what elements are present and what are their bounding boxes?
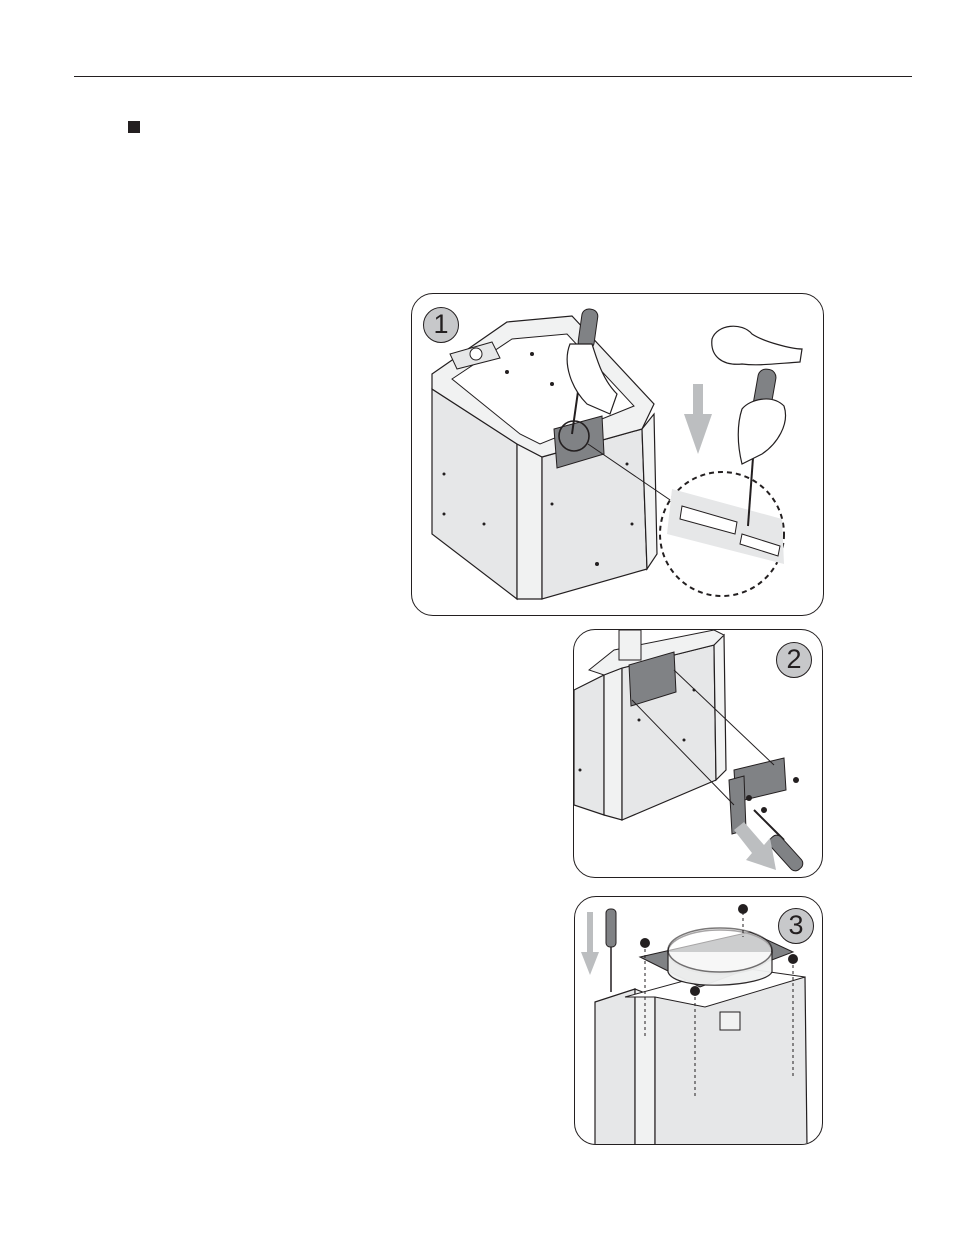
section-bullet	[128, 121, 140, 133]
hood-pry-drawing	[412, 294, 824, 616]
header-rule	[74, 76, 912, 77]
step-1-illustration: 1	[411, 293, 824, 616]
step-2-illustration: 2	[573, 629, 823, 878]
step-1-badge: 1	[423, 307, 459, 343]
step-3-illustration: 3	[574, 896, 823, 1145]
step-3-badge: 3	[778, 908, 814, 944]
step-2-badge: 2	[776, 642, 812, 678]
